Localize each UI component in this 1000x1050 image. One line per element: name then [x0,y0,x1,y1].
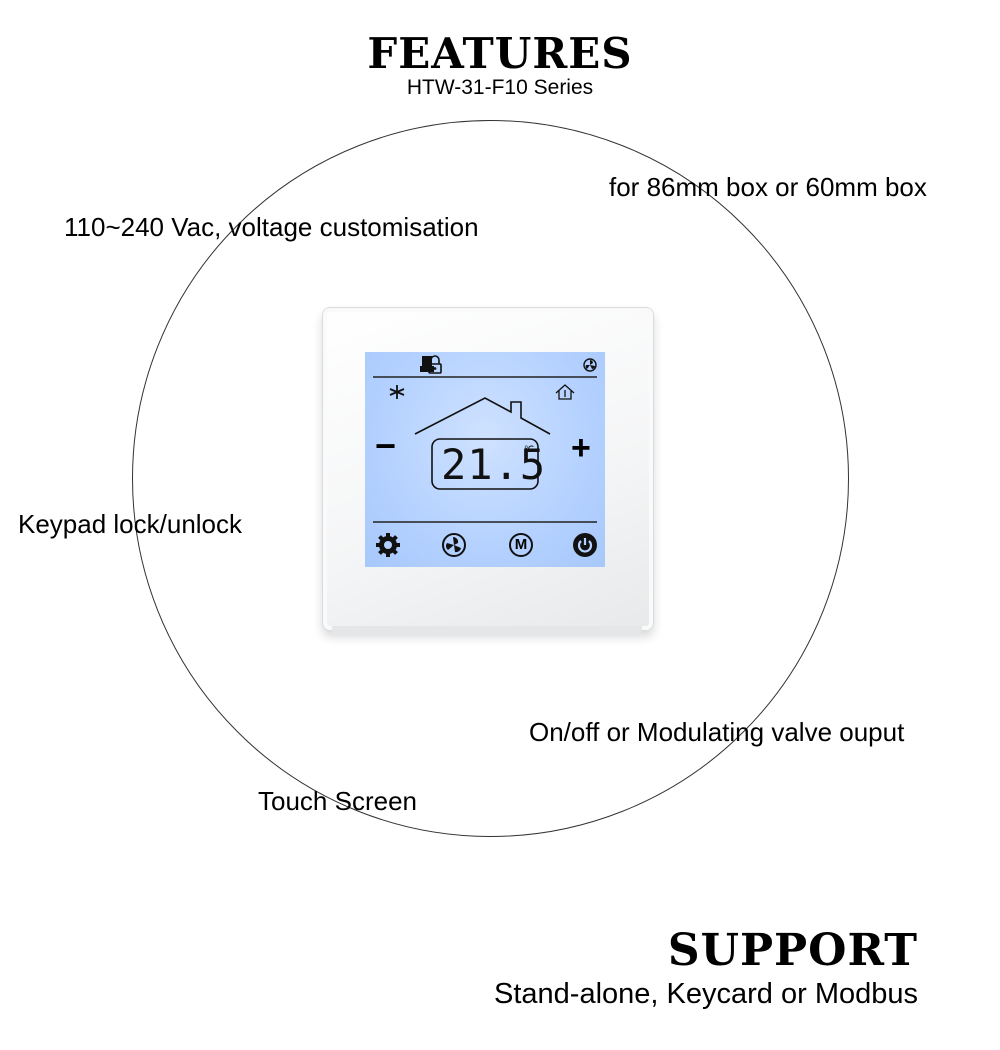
feature-box-size: for 86mm box or 60mm box [609,172,927,202]
mode-label: M [514,536,528,553]
thermostat-base [332,626,642,636]
feature-keypad-lock: Keypad lock/unlock [18,509,243,539]
temperature-frame [431,438,539,490]
fan-icon [442,533,466,557]
lock-icon [428,355,442,374]
settings-button[interactable] [375,532,401,558]
thermostat-screen: − + 21.5 ℃ M [365,352,605,567]
power-button[interactable] [572,532,598,558]
feature-circle [132,120,849,837]
support-title: SUPPORT [667,925,918,976]
power-icon [573,533,597,557]
snowflake-icon [389,385,405,399]
feature-valve-output: On/off or Modulating valve ouput [529,717,905,747]
support-subtitle: Stand-alone, Keycard or Modbus [494,978,918,1010]
house-outline [414,397,551,435]
feature-voltage: 110~240 Vac, voltage customisation [64,212,479,242]
home-temp-icon [555,384,575,400]
temperature-unit: ℃ [524,444,535,454]
card-icon [420,356,434,372]
feature-touch-screen: Touch Screen [258,786,417,816]
temperature-display: 21.5 [441,440,547,489]
mode-icon [509,533,533,557]
features-title: FEATURES [367,29,633,78]
minus-button[interactable]: − [375,425,397,466]
plus-button[interactable]: + [571,429,591,467]
mode-button[interactable]: M [508,532,534,558]
fan-button[interactable] [441,532,467,558]
features-subtitle: HTW-31-F10 Series [406,76,594,99]
fan-status-icon [583,358,597,372]
gear-icon [376,533,400,557]
